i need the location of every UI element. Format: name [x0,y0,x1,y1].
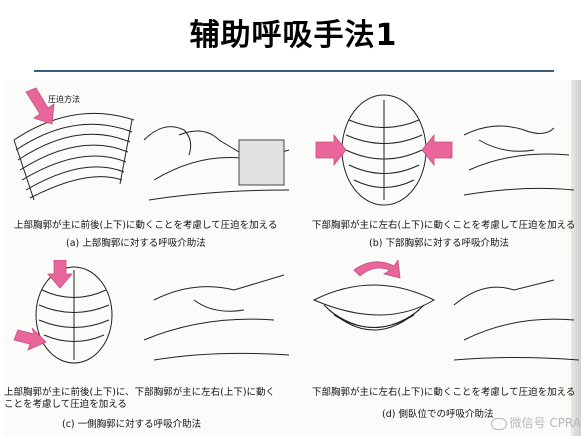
panel-a-caption: (a) 上部胸郭に対する呼吸介助法 [66,238,206,249]
panel-b: 下部胸郭が主に左右(上下)に動くことを考慮して圧迫を加える (b) 下部胸郭に対… [304,80,581,255]
panel-d-caption: (d) 側臥位での呼吸介助法 [382,409,494,420]
page-edge-shadow [571,80,581,436]
compress-arrow-icon [25,87,55,125]
panel-d-illustration [312,260,580,361]
panel-a-illustration [13,87,290,201]
panel-b-description: 下部胸郭が主に左右(上下)に動くことを考慮して圧迫を加える [312,220,576,231]
panel-c-caption: (c) 一側胸郭に対する呼吸介助法 [62,419,202,430]
panel-d: 下部胸郭が主に左右(上下)に動くことを考慮して圧迫を加える (d) 側臥位での呼… [304,260,581,436]
title-divider [34,70,554,72]
unilateral-arrows-icon [13,260,73,351]
panel-c: 上部胸郭が主に前後(上下)に、下部胸郭が主に左右(上下)に動く ことを考慮して圧… [4,260,294,436]
panel-d-description: 下部胸郭が主に左右(上下)に動くことを考慮して圧迫を加える [312,387,576,398]
lateral-compress-arrow-icon [353,260,401,279]
panel-a-method-label: 圧迫方法 [48,95,80,104]
textbook-page-scan: 圧迫方法 上部胸郭が主に前後(上下)に動くことを考慮して圧迫を加える (a) 上… [4,80,581,436]
panel-b-caption: (b) 下部胸郭に対する呼吸介助法 [369,238,509,249]
wechat-icon [490,417,507,430]
panel-b-illustration [315,94,575,206]
panel-c-description-line1: 上部胸郭が主に前後(上下)に、下部胸郭が主に左右(上下)に動く [4,387,276,398]
slide-title: 辅助呼吸手法1 [189,18,398,53]
panel-a-description: 上部胸郭が主に前後(上下)に動くことを考慮して圧迫を加える [14,220,278,231]
wechat-watermark: 微信号 CPRA [490,414,582,431]
panel-a: 圧迫方法 上部胸郭が主に前後(上下)に動くことを考慮して圧迫を加える (a) 上… [4,80,294,255]
watermark-text: 微信号 CPRA [509,416,582,430]
side-compress-arrows-icon [315,133,453,167]
panel-c-description-line2: ことを考慮して圧迫を加える [4,399,127,410]
panel-c-illustration [13,260,290,364]
